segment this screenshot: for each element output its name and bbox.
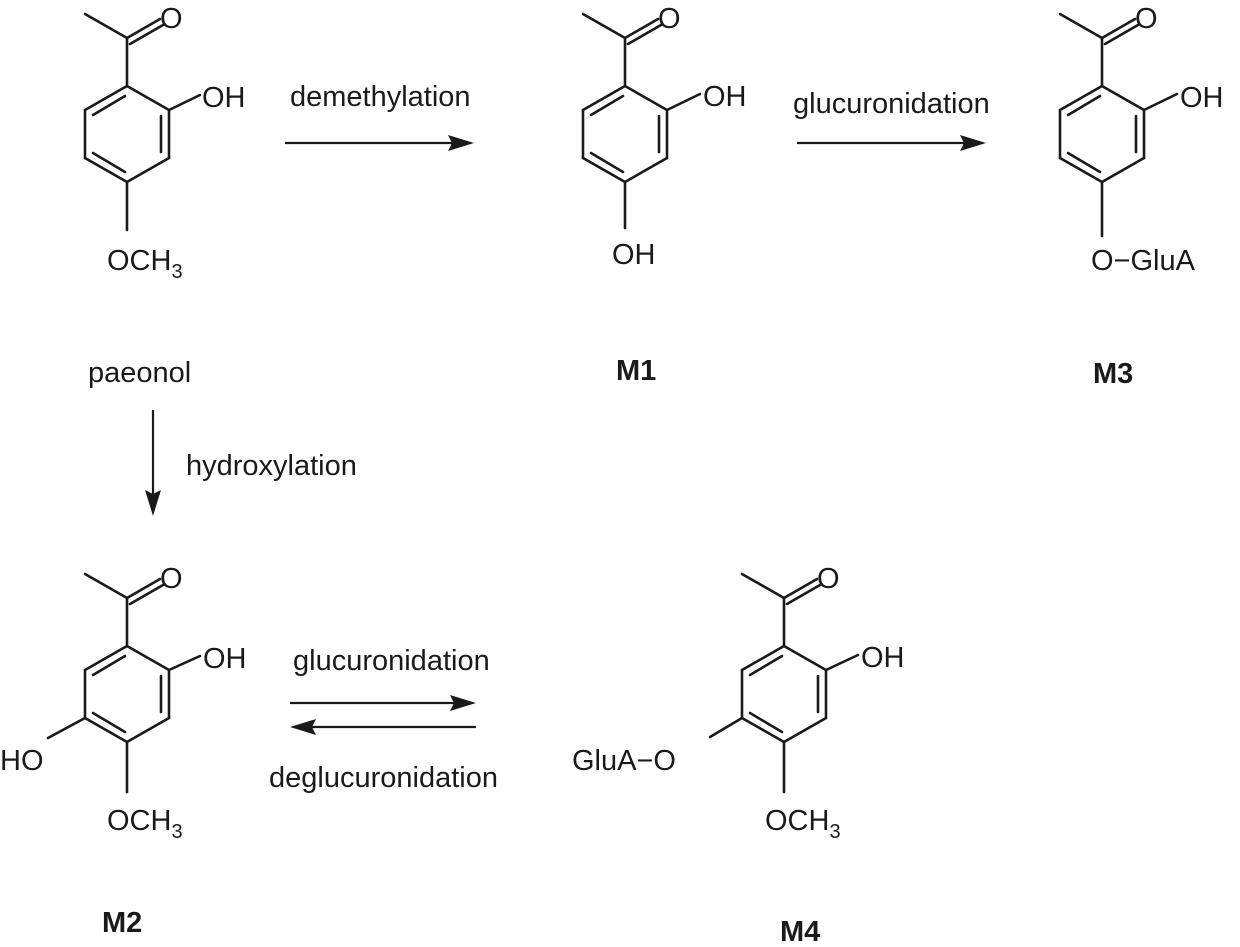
- m4-glua-o-label: GluA−O: [572, 745, 676, 777]
- m1-structure: O OH OH: [581, 3, 747, 271]
- hydroxylation-label: hydroxylation: [186, 450, 357, 482]
- m3-carbonyl-o: O: [1135, 3, 1158, 35]
- paeonol-structure: O OH OCH3: [83, 3, 246, 283]
- paeonol-oh-label: OH: [202, 82, 246, 114]
- deglucuronidation-reverse-arrow: [290, 719, 476, 735]
- deglucuronidation-label: deglucuronidation: [269, 762, 498, 794]
- m1-oh-bottom-label: OH: [612, 239, 656, 271]
- hydroxylation-arrow: [145, 410, 161, 516]
- m3-structure: O OH O−GluA: [1058, 3, 1224, 277]
- m4-och3-label: OCH3: [765, 805, 841, 843]
- m4-carbonyl-o: O: [817, 563, 840, 595]
- m2-ho-label: HO: [0, 745, 44, 777]
- m2-structure: O OH HO OCH3: [0, 563, 247, 843]
- m1-carbonyl-o: O: [658, 3, 681, 35]
- m4-name: M4: [780, 916, 820, 947]
- glucuronidation-forward-arrow: [290, 695, 476, 711]
- m3-name: M3: [1093, 358, 1133, 390]
- paeonol-carbonyl-o: O: [160, 3, 183, 35]
- m3-o-glua-label: O−GluA: [1091, 245, 1196, 277]
- m2-carbonyl-o: O: [160, 563, 183, 595]
- glucuronidation-top-label: glucuronidation: [793, 88, 990, 120]
- paeonol-name: paeonol: [88, 357, 191, 389]
- m3-oh-label: OH: [1180, 82, 1224, 114]
- glucuronidation-top-arrow: [797, 135, 986, 151]
- demethylation-label: demethylation: [290, 81, 471, 113]
- m1-oh-label: OH: [703, 81, 747, 113]
- m2-name: M2: [102, 907, 142, 939]
- demethylation-arrow: [285, 135, 474, 151]
- m2-och3-label: OCH3: [107, 805, 183, 843]
- m4-structure: O OH GluA−O OCH3: [572, 563, 905, 843]
- m1-name: M1: [616, 355, 656, 387]
- glucuronidation-bottom-label: glucuronidation: [293, 645, 490, 677]
- m4-oh-label: OH: [861, 642, 905, 674]
- paeonol-och3-label: OCH3: [107, 245, 183, 283]
- m2-oh-label: OH: [203, 643, 247, 675]
